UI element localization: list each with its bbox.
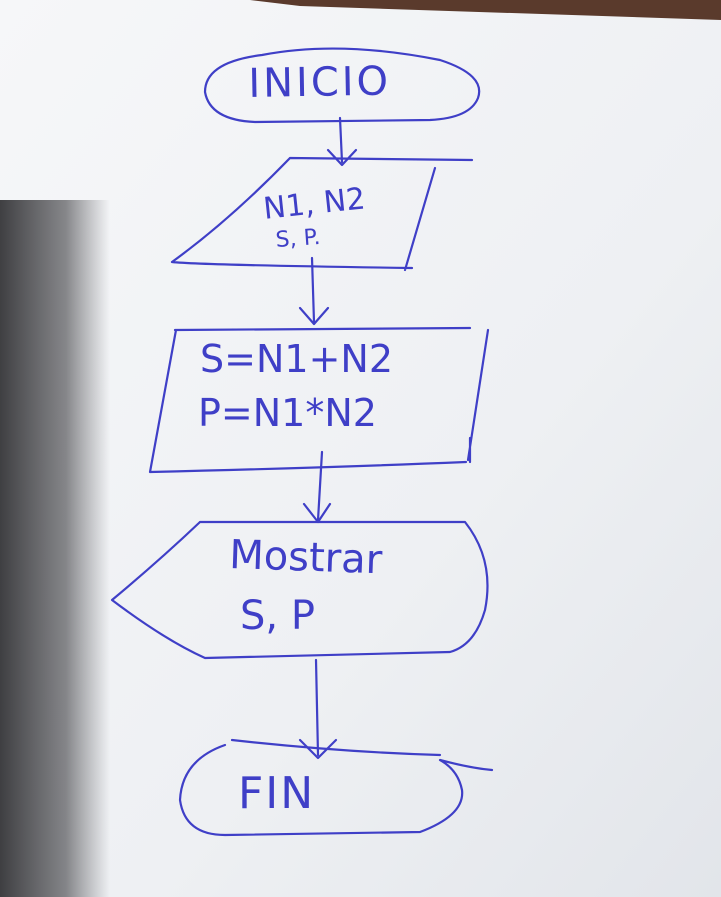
node-process-label-line-2: P=N1*N2	[198, 391, 377, 435]
node-start-label: INICIO	[247, 58, 392, 107]
node-end-shape	[178, 738, 494, 837]
edge-input-process-arrowhead	[298, 306, 330, 326]
edge-start-input	[338, 116, 344, 164]
node-output-label-line-1: Mostrar	[228, 532, 383, 584]
edge-output-end	[314, 658, 320, 757]
edge-start-input-arrowhead	[326, 148, 358, 167]
node-input-label-line-2: S, P.	[274, 224, 322, 253]
node-process-shape	[148, 326, 490, 474]
hand-shadow	[0, 200, 110, 897]
flowchart-ink	[110, 47, 494, 837]
node-input-shape	[170, 156, 474, 272]
edge-output-end-arrowhead	[298, 738, 338, 760]
edge-input-process	[310, 256, 316, 324]
edge-process-output	[316, 450, 324, 522]
node-output-label-line-2: S, P	[240, 593, 315, 639]
node-start-shape	[203, 47, 481, 124]
node-output-shape	[110, 520, 489, 660]
node-process-label-line-1: S=N1+N2	[200, 337, 394, 381]
node-end-label: FIN	[238, 768, 316, 819]
